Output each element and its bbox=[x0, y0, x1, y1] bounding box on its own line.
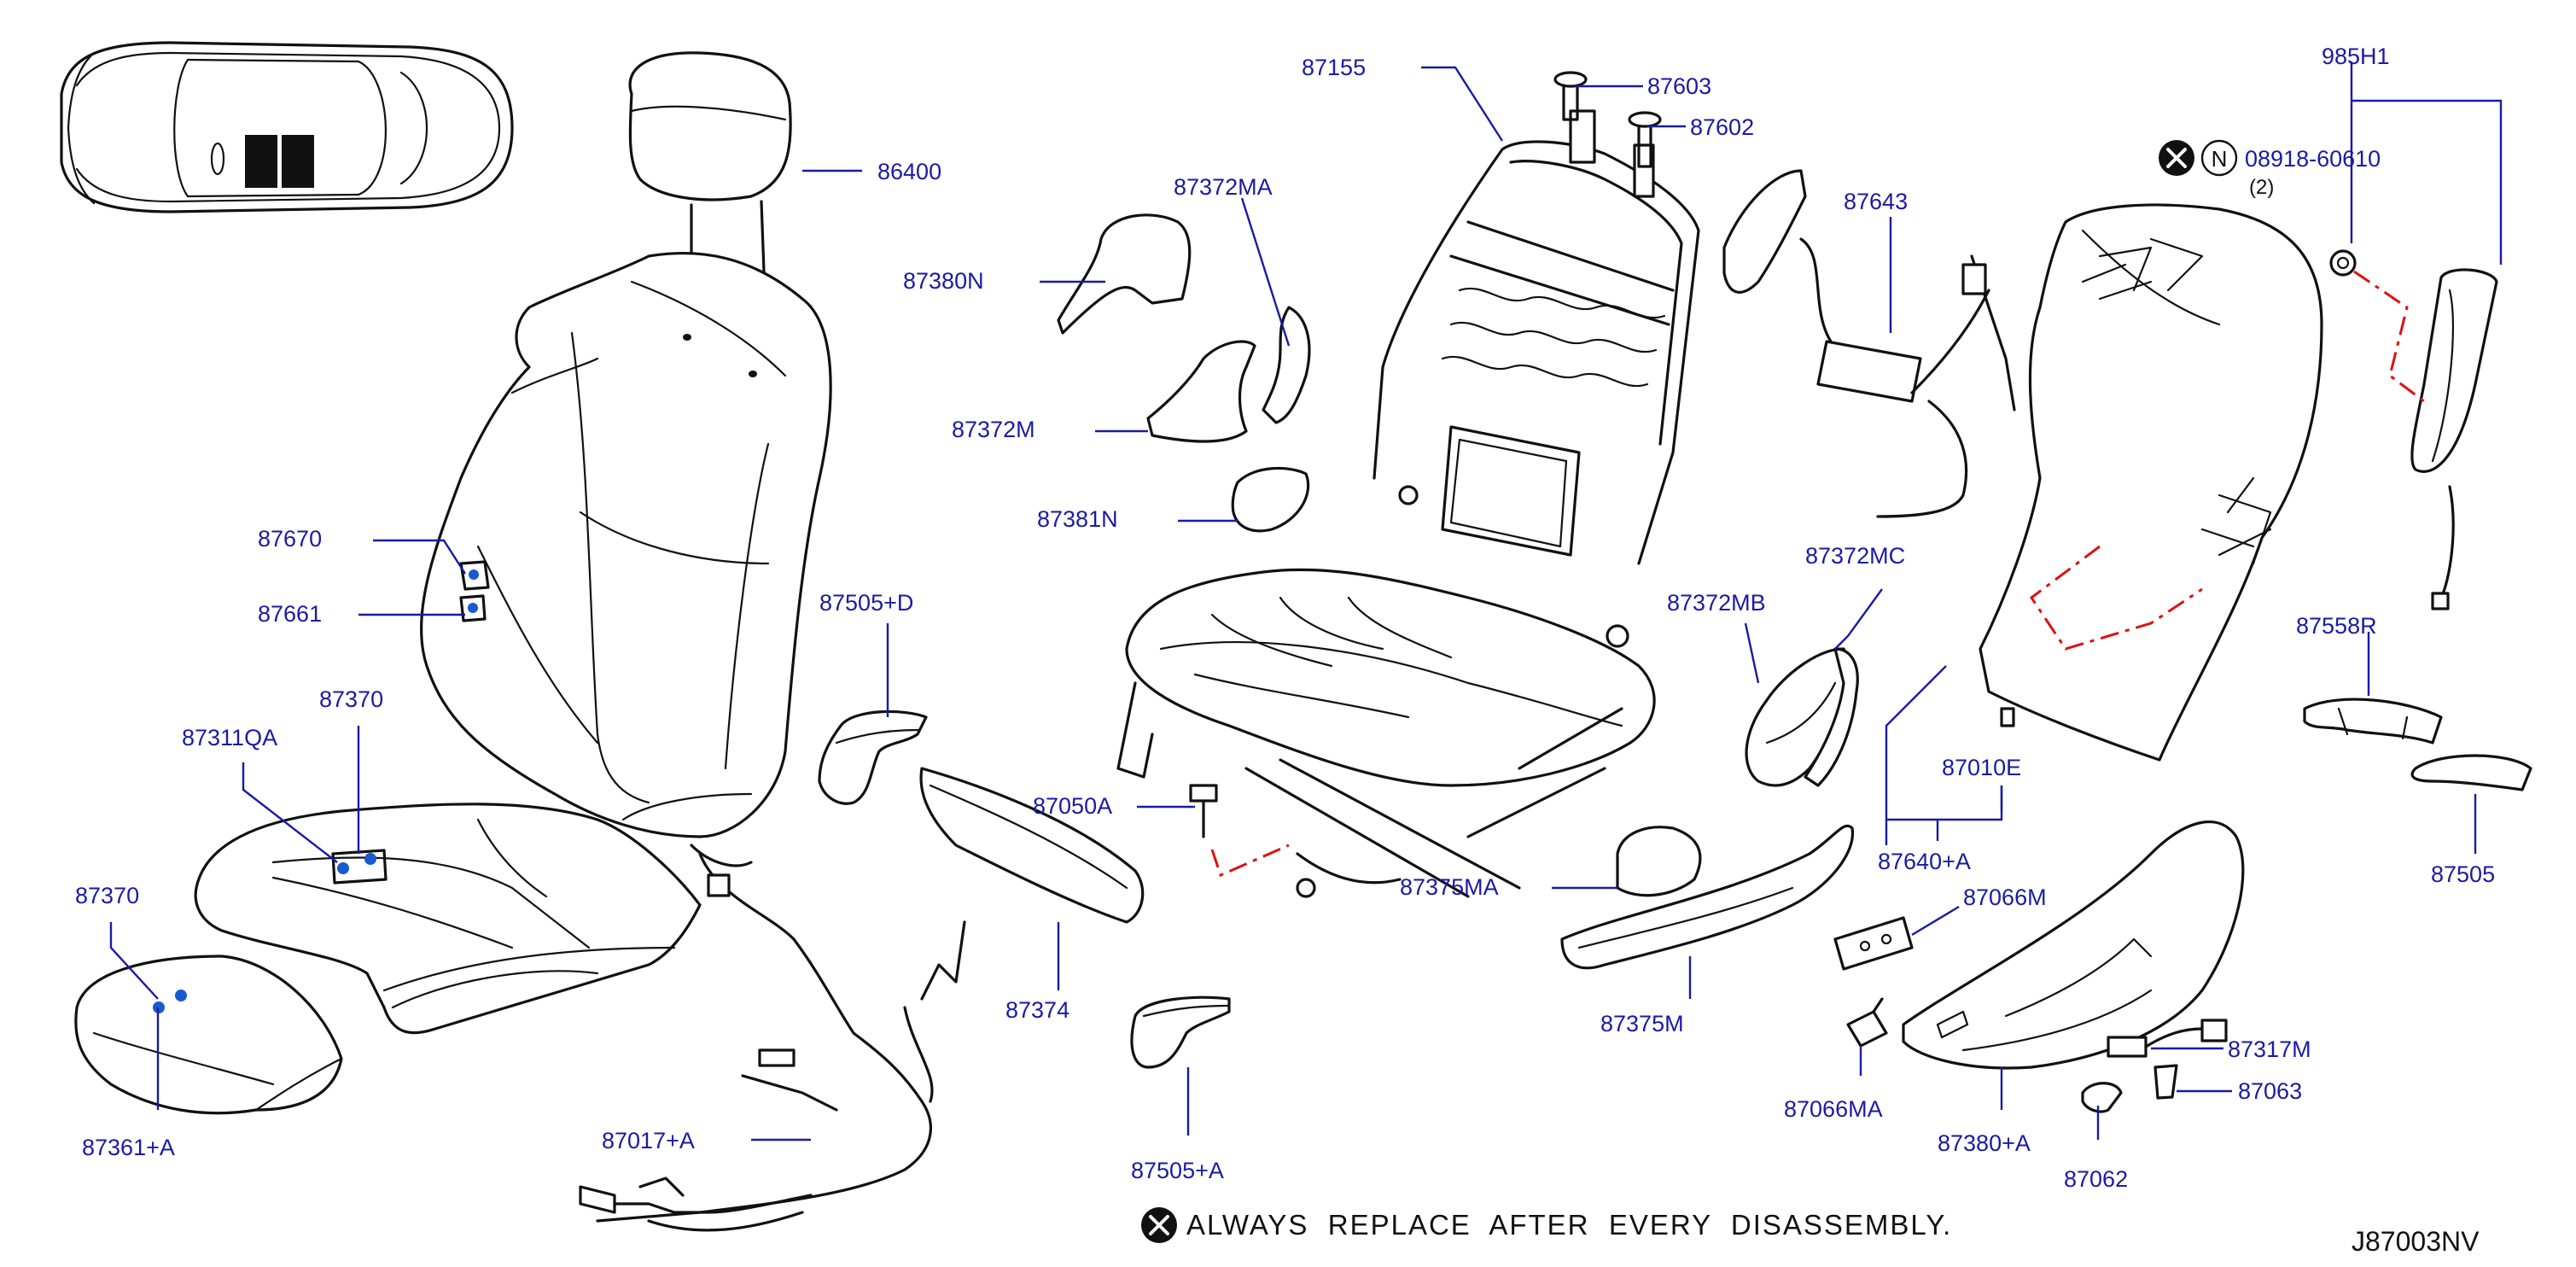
label-87317M: 87317M bbox=[2228, 1036, 2311, 1062]
cover-87372MA bbox=[1262, 306, 1311, 424]
label-87375M: 87375M bbox=[1600, 1011, 1684, 1036]
label-87505D: 87505+D bbox=[819, 590, 913, 616]
seat-frame-87155 bbox=[1116, 109, 1700, 898]
label-87063: 87063 bbox=[2238, 1078, 2302, 1104]
label-87050A: 87050A bbox=[1033, 793, 1112, 819]
switch-87066M bbox=[1833, 916, 1914, 971]
switch-87066MA bbox=[1846, 997, 1888, 1048]
wire-harness-87017 bbox=[579, 844, 966, 1232]
x-circle-icon bbox=[2159, 140, 2194, 176]
label-87010E: 87010E bbox=[1942, 755, 2021, 780]
label-87505: 87505 bbox=[2431, 861, 2495, 887]
cover-87380A bbox=[1902, 820, 2245, 1070]
label-87505A: 87505+A bbox=[1131, 1158, 1224, 1183]
label-87380A: 87380+A bbox=[1938, 1130, 2031, 1156]
label-87370-upper: 87370 bbox=[319, 686, 383, 712]
knob-87063 bbox=[2153, 1064, 2178, 1100]
trim-87505A bbox=[1130, 996, 1231, 1069]
cover-87374 bbox=[919, 767, 1145, 924]
trim-87558R bbox=[2303, 698, 2443, 744]
cover-87372MC bbox=[1804, 647, 1859, 787]
label-87640A: 87640+A bbox=[1878, 849, 1971, 874]
label-87311QA: 87311QA bbox=[182, 725, 277, 750]
label-87372MC: 87372MC bbox=[1805, 543, 1905, 569]
motor-87317M bbox=[2107, 1019, 2228, 1058]
trim-87505D bbox=[818, 709, 928, 805]
label-985H1: 985H1 bbox=[2322, 44, 2390, 69]
label-87375MA: 87375MA bbox=[1400, 874, 1499, 900]
label-87372MB: 87372MB bbox=[1667, 590, 1766, 616]
label-87643: 87643 bbox=[1844, 189, 1908, 214]
car-topview-icon bbox=[60, 41, 514, 213]
special-part-qty: (2) bbox=[2249, 176, 2274, 199]
n-mark: N bbox=[2212, 146, 2228, 172]
knob-87062 bbox=[2081, 1082, 2123, 1113]
cover-87380N bbox=[1057, 213, 1192, 335]
label-87370-lower: 87370 bbox=[75, 883, 139, 908]
label-87066M: 87066M bbox=[1963, 885, 2047, 910]
clip-87603 bbox=[1553, 71, 1588, 121]
label-87372MA: 87372MA bbox=[1174, 174, 1273, 200]
label-86400: 86400 bbox=[877, 159, 941, 184]
trim-87505 bbox=[2410, 754, 2532, 791]
label-87602: 87602 bbox=[1690, 114, 1754, 140]
airbag-985H1 bbox=[2329, 249, 2498, 610]
cover-87372M bbox=[1146, 340, 1256, 443]
label-87066MA: 87066MA bbox=[1784, 1096, 1883, 1122]
bolt-87050A bbox=[1189, 784, 1290, 878]
seatback-panel-87640 bbox=[1979, 203, 2323, 762]
special-part-number: 08918-60610 bbox=[2245, 146, 2381, 172]
label-87374: 87374 bbox=[1005, 997, 1069, 1023]
label-87380N: 87380N bbox=[903, 268, 984, 294]
diagram-code: J87003NV bbox=[2352, 1226, 2480, 1257]
n-circle-icon: N bbox=[2200, 139, 2238, 177]
label-87155: 87155 bbox=[1302, 55, 1366, 80]
cover-87375M bbox=[1560, 824, 1855, 970]
label-87661: 87661 bbox=[258, 601, 322, 627]
replace-note-text: ALWAYS REPLACE AFTER EVERY DISASSEMBLY. bbox=[1186, 1209, 1952, 1241]
cover-87375MA bbox=[1616, 826, 1702, 897]
special-part-callout: N 08918-60610 (2) bbox=[2159, 139, 2381, 199]
x-circle-icon bbox=[1141, 1207, 1177, 1243]
replace-note: ALWAYS REPLACE AFTER EVERY DISASSEMBLY. bbox=[1141, 1207, 1952, 1243]
label-87062: 87062 bbox=[2064, 1166, 2128, 1192]
cover-87381N bbox=[1231, 466, 1310, 533]
front-pad-87361 bbox=[74, 955, 343, 1115]
label-87558R: 87558R bbox=[2296, 613, 2377, 639]
clip-87602 bbox=[1628, 111, 1662, 168]
seat-cushion-cover bbox=[194, 803, 702, 1035]
unit-87643 bbox=[1722, 169, 2016, 518]
leader-lines bbox=[109, 61, 2503, 1141]
label-87381N: 87381N bbox=[1037, 506, 1118, 532]
seatback-cover-left bbox=[419, 251, 832, 838]
label-87670: 87670 bbox=[258, 526, 322, 552]
label-87372M: 87372M bbox=[952, 417, 1035, 442]
part-labels: 87155 87603 87602 985H1 86400 87372MA 87… bbox=[75, 44, 2495, 1192]
label-87361A: 87361+A bbox=[82, 1135, 175, 1160]
label-87017A: 87017+A bbox=[602, 1128, 695, 1153]
label-87603: 87603 bbox=[1647, 73, 1711, 99]
